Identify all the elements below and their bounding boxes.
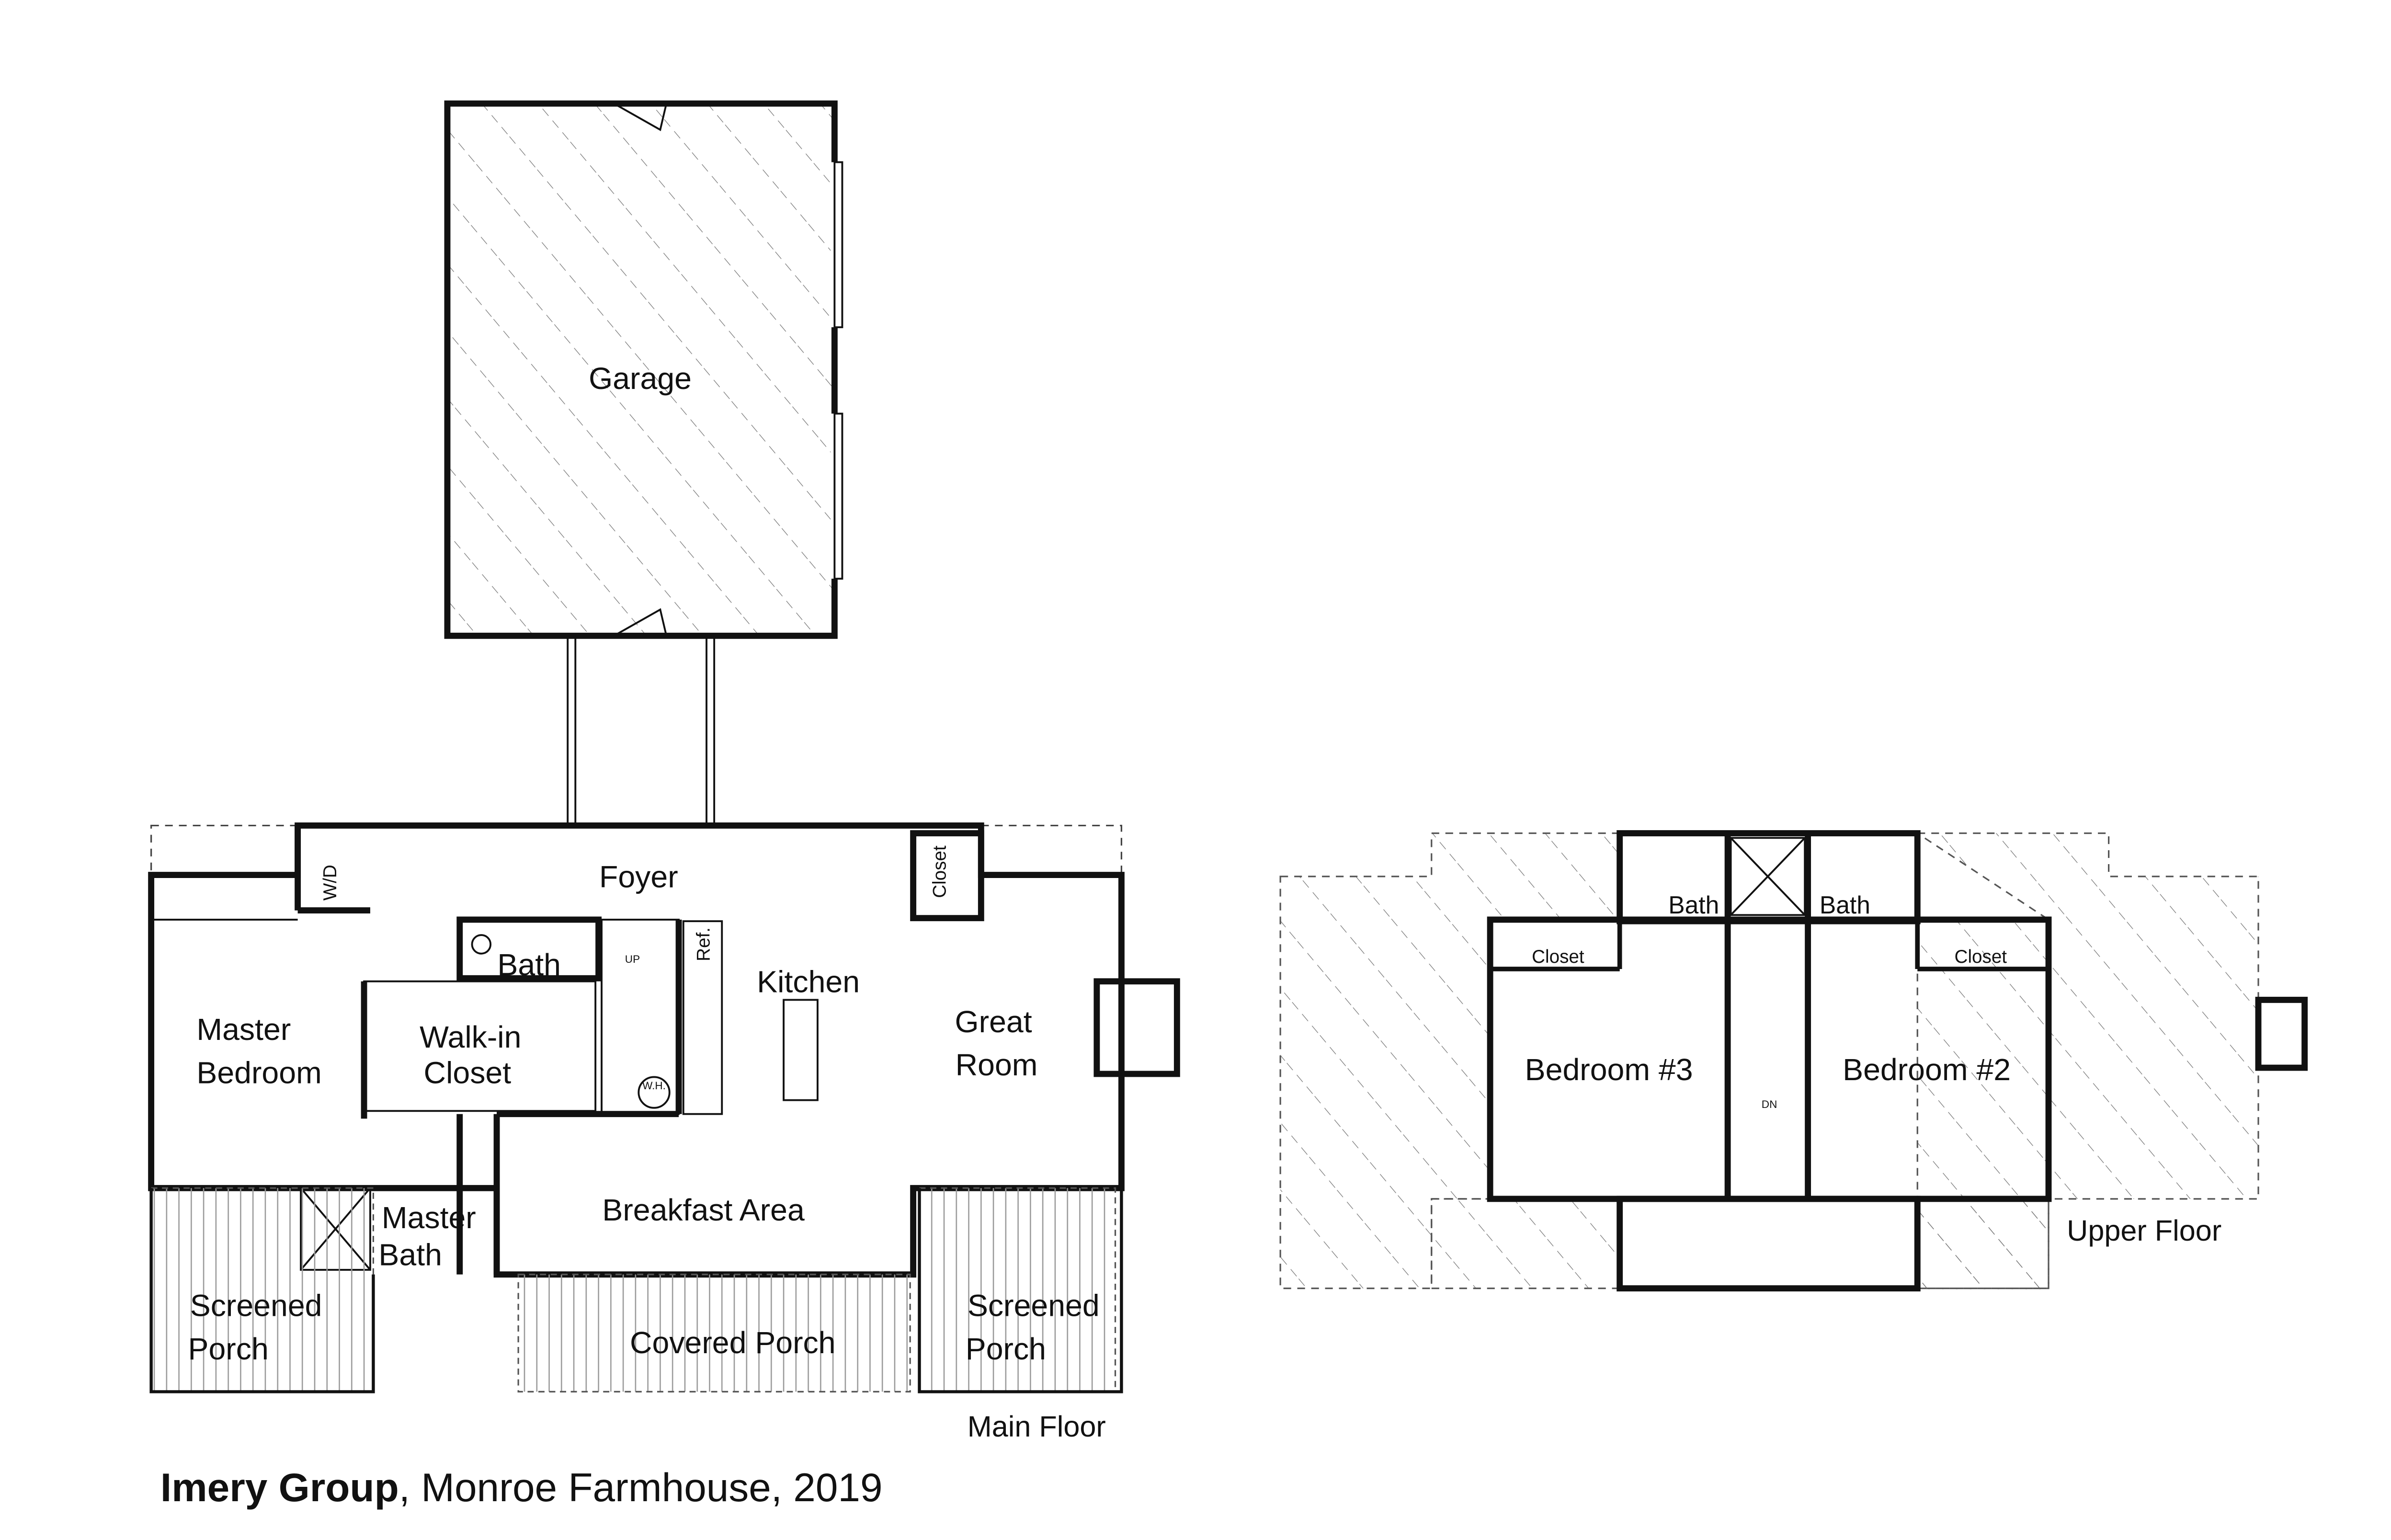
label-upper-closet-left: Closet bbox=[1532, 947, 1584, 967]
label-master-bath-1: Master bbox=[382, 1200, 476, 1235]
label-wd: W/D bbox=[320, 865, 341, 901]
label-bedroom-2: Bedroom #2 bbox=[1843, 1052, 2011, 1087]
label-bedroom-3: Bedroom #3 bbox=[1525, 1052, 1693, 1087]
label-master-bedroom-1: Master bbox=[196, 1012, 291, 1047]
label-screened-porch-right-1: Screened bbox=[968, 1289, 1100, 1323]
label-upper-bath-right: Bath bbox=[1820, 891, 1870, 919]
label-screened-porch-left-1: Screened bbox=[190, 1289, 322, 1323]
label-walkin-closet-1: Walk-in bbox=[420, 1020, 521, 1054]
drawing-title: Imery Group, Monroe Farmhouse, 2019 bbox=[160, 1465, 883, 1510]
upper-floor-caption: Upper Floor bbox=[2067, 1214, 2221, 1247]
garage: Garage bbox=[444, 100, 843, 639]
label-kitchen: Kitchen bbox=[757, 964, 860, 999]
label-upper-closet-right: Closet bbox=[1955, 947, 2007, 967]
label-breakfast-area: Breakfast Area bbox=[602, 1193, 805, 1227]
label-up: UP bbox=[625, 953, 640, 965]
label-screened-porch-left-2: Porch bbox=[188, 1332, 269, 1366]
title-project: , Monroe Farmhouse, 2019 bbox=[399, 1465, 883, 1510]
label-closet: Closet bbox=[929, 845, 950, 898]
label-master-bath-2: Bath bbox=[378, 1237, 442, 1272]
label-bath: Bath bbox=[497, 947, 560, 982]
label-screened-porch-right-2: Porch bbox=[966, 1332, 1046, 1366]
label-upper-bath-left: Bath bbox=[1668, 891, 1719, 919]
label-great-room-2: Room bbox=[956, 1048, 1038, 1082]
label-walkin-closet-2: Closet bbox=[424, 1055, 512, 1090]
garage-door-bottom bbox=[610, 608, 668, 637]
title-firm: Imery Group bbox=[160, 1465, 399, 1510]
label-dn: DN bbox=[1762, 1098, 1777, 1110]
label-foyer: Foyer bbox=[599, 859, 678, 894]
label-garage: Garage bbox=[589, 361, 692, 396]
label-covered-porch: Covered Porch bbox=[630, 1325, 836, 1360]
label-ref: Ref. bbox=[693, 927, 714, 961]
label-master-bedroom-2: Bedroom bbox=[196, 1055, 321, 1090]
label-great-room-1: Great bbox=[955, 1004, 1032, 1039]
main-floor-caption: Main Floor bbox=[968, 1410, 1106, 1443]
breezeway bbox=[567, 636, 716, 826]
upper-floor: Bath Bath Closet Closet Bedroom #3 Bedro… bbox=[1279, 830, 2308, 1292]
label-water-heater: W.H. bbox=[642, 1080, 666, 1092]
garage-door-top bbox=[610, 103, 668, 131]
main-floor: Foyer Closet W/D Bath Ref. UP Kitchen Ma… bbox=[148, 822, 1180, 1443]
